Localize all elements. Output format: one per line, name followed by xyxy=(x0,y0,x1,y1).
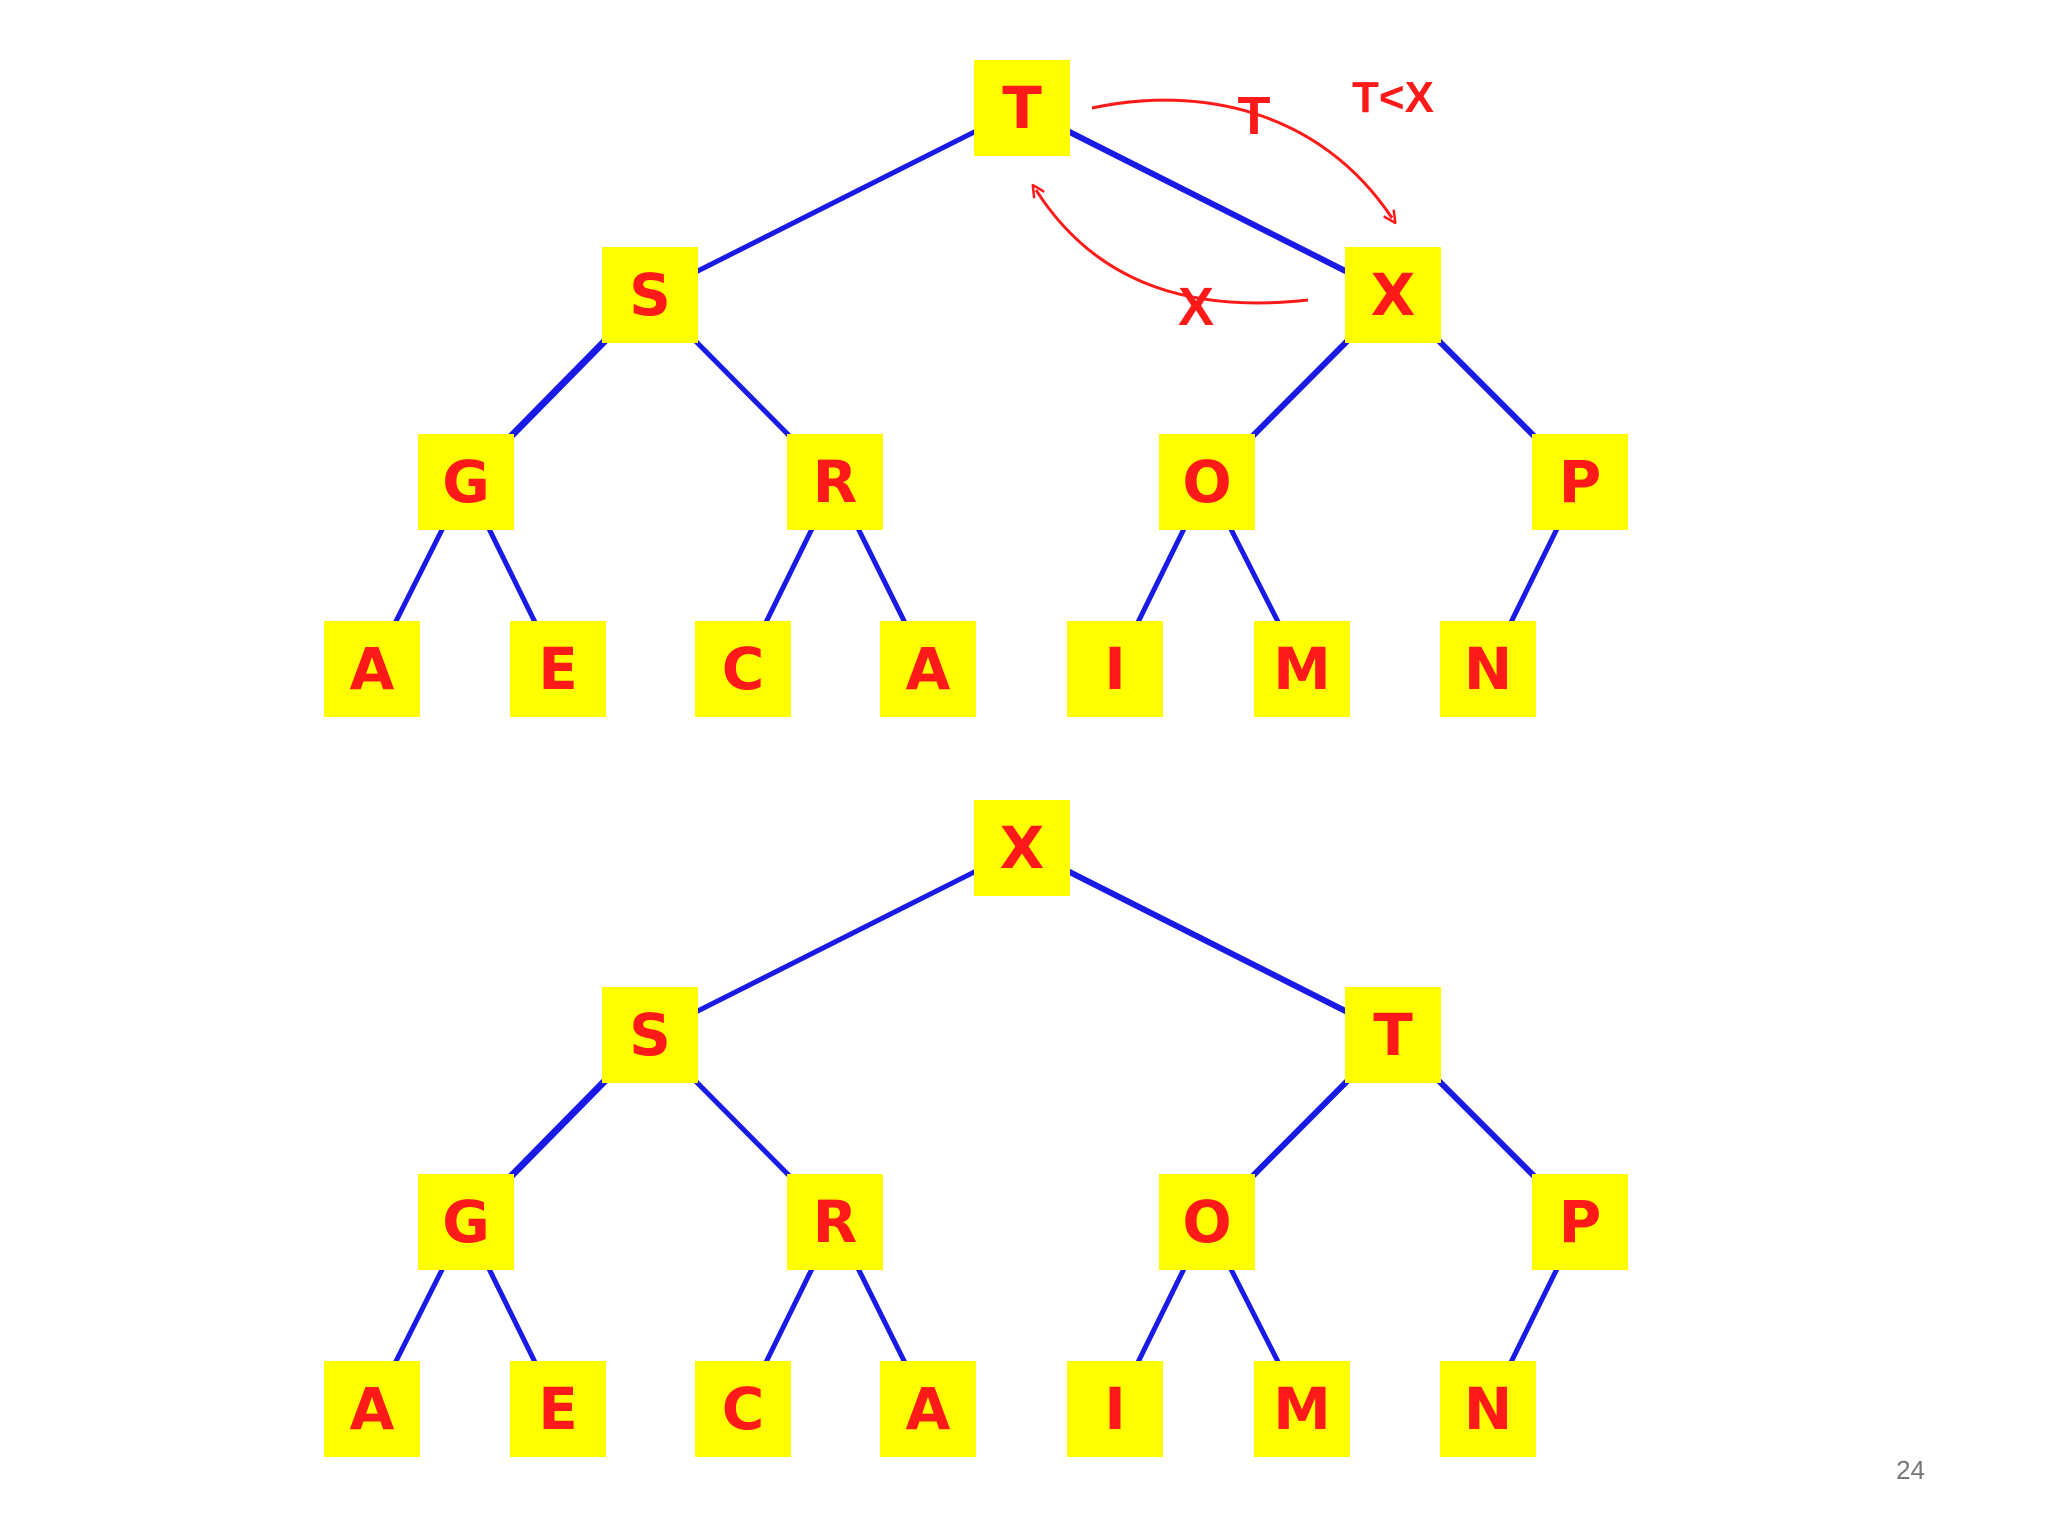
tree-node: A xyxy=(880,621,976,717)
node-box xyxy=(1254,1361,1350,1457)
tree-node: C xyxy=(695,1361,791,1457)
tree-node: M xyxy=(1254,1361,1350,1457)
node-label: X xyxy=(1000,814,1045,882)
node-label: X xyxy=(1371,261,1416,329)
node-label: P xyxy=(1559,448,1602,516)
node-box xyxy=(418,434,514,530)
node-label: P xyxy=(1559,1188,1602,1256)
node-label: T xyxy=(1002,74,1042,142)
tree-edge xyxy=(647,105,1025,298)
node-box xyxy=(1440,1361,1536,1457)
node-label: M xyxy=(1273,1375,1331,1443)
node-box xyxy=(1254,621,1350,717)
node-box xyxy=(1159,1174,1255,1270)
node-box xyxy=(418,1174,514,1270)
tree-node: P xyxy=(1532,1174,1628,1270)
node-label: G xyxy=(442,448,490,516)
tree-node: O xyxy=(1159,434,1255,530)
node-box xyxy=(1440,621,1536,717)
tree-node: A xyxy=(880,1361,976,1457)
tree-node: I xyxy=(1067,621,1163,717)
node-box xyxy=(602,247,698,343)
node-label: E xyxy=(538,1375,578,1443)
node-box xyxy=(1159,434,1255,530)
tree-node: N xyxy=(1440,621,1536,717)
tree-edge xyxy=(647,845,1025,1038)
tree-node: S xyxy=(602,987,698,1083)
node-label: I xyxy=(1104,1375,1126,1443)
tree-node: P xyxy=(1532,434,1628,530)
node-box xyxy=(324,621,420,717)
node-label: O xyxy=(1182,448,1231,516)
tree-node: R xyxy=(787,434,883,530)
page-number: 24 xyxy=(1896,1455,1925,1485)
node-box xyxy=(880,1361,976,1457)
tree-edge xyxy=(1019,845,1396,1038)
node-label: A xyxy=(350,635,395,703)
node-label: A xyxy=(906,1375,951,1443)
node-label: M xyxy=(1273,635,1331,703)
node-box xyxy=(974,800,1070,896)
tree-before-swap: T S X G R O P A E C A I M N xyxy=(324,60,1628,717)
tree-node: A xyxy=(324,1361,420,1457)
swap-forward-label: T xyxy=(1238,86,1271,146)
tree-node: E xyxy=(510,621,606,717)
tree-edge xyxy=(1019,105,1396,298)
tree-after-swap: X S T G R O P A E C A I M N xyxy=(324,800,1628,1457)
node-label: T xyxy=(1373,1001,1413,1069)
tree-node: T xyxy=(974,60,1070,156)
node-label: C xyxy=(722,1375,765,1443)
node-box xyxy=(510,621,606,717)
node-box xyxy=(324,1361,420,1457)
tree-node: S xyxy=(602,247,698,343)
node-box xyxy=(1067,621,1163,717)
node-label: C xyxy=(722,635,765,703)
swap-back-arrow xyxy=(1036,190,1309,305)
node-label: R xyxy=(813,448,858,516)
node-box xyxy=(1345,987,1441,1083)
swap-annotation: T X T<X xyxy=(1036,73,1434,337)
node-label: E xyxy=(538,635,578,703)
swap-forward-arrow xyxy=(1091,98,1392,218)
node-box xyxy=(787,434,883,530)
node-label: S xyxy=(629,1001,671,1069)
node-box xyxy=(1345,247,1441,343)
node-label: N xyxy=(1464,1375,1513,1443)
tree-node: M xyxy=(1254,621,1350,717)
tree-node: E xyxy=(510,1361,606,1457)
node-box xyxy=(602,987,698,1083)
tree-node: X xyxy=(1345,247,1441,343)
node-label: N xyxy=(1464,635,1513,703)
node-box xyxy=(880,621,976,717)
tree-node: O xyxy=(1159,1174,1255,1270)
swap-back-label: X xyxy=(1178,277,1214,337)
node-box xyxy=(1067,1361,1163,1457)
node-box xyxy=(695,1361,791,1457)
tree-node: G xyxy=(418,434,514,530)
tree-node: G xyxy=(418,1174,514,1270)
tree-node: N xyxy=(1440,1361,1536,1457)
node-box xyxy=(695,621,791,717)
tree-node: A xyxy=(324,621,420,717)
node-label: I xyxy=(1104,635,1126,703)
node-box xyxy=(1532,1174,1628,1270)
node-label: R xyxy=(813,1188,858,1256)
node-label: S xyxy=(629,261,671,329)
tree-node: T xyxy=(1345,987,1441,1083)
tree-node: R xyxy=(787,1174,883,1270)
node-label: A xyxy=(350,1375,395,1443)
tree-node: C xyxy=(695,621,791,717)
node-box xyxy=(974,60,1070,156)
tree-node: I xyxy=(1067,1361,1163,1457)
node-box xyxy=(510,1361,606,1457)
node-box xyxy=(787,1174,883,1270)
node-box xyxy=(1532,434,1628,530)
node-label: O xyxy=(1182,1188,1231,1256)
node-label: A xyxy=(906,635,951,703)
node-label: G xyxy=(442,1188,490,1256)
comparison-label: T<X xyxy=(1352,73,1434,122)
tree-node: X xyxy=(974,800,1070,896)
